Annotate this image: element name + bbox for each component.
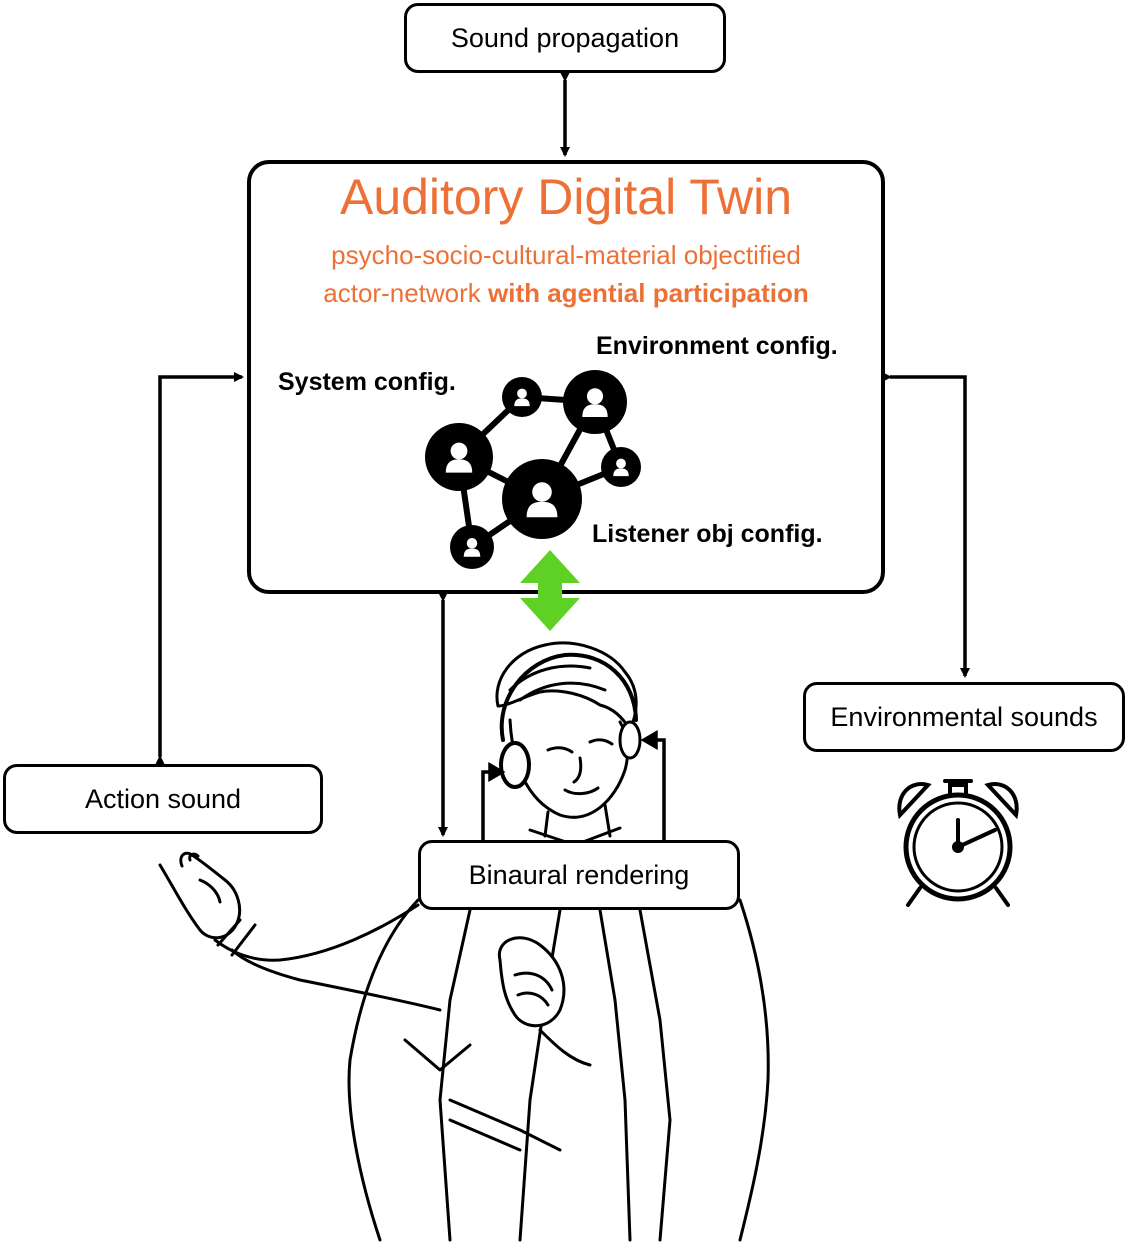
sound-propagation-box: Sound propagation [404, 3, 726, 73]
binaural-rendering-label: Binaural rendering [468, 859, 690, 890]
diagram-title: Auditory Digital Twin [339, 169, 793, 225]
subtitle-line-2-bold: with agential participation [488, 278, 809, 308]
environment-config-label: Environment config. [596, 332, 838, 360]
arrow-action-sound [155, 372, 244, 765]
subtitle-line-1: psycho-socio-cultural-material objectifi… [331, 240, 801, 270]
subtitle-line-2: actor-network with agential participatio… [247, 278, 885, 309]
environmental-sounds-label: Environmental sounds [830, 701, 1098, 732]
binaural-rendering-box: Binaural rendering [418, 840, 740, 910]
subtitle-line-2-normal: actor-network [323, 278, 489, 308]
listener-illustration [158, 641, 770, 1242]
arrow-environmental-sounds [882, 372, 970, 678]
action-sound-box: Action sound [3, 764, 323, 834]
action-sound-label: Action sound [84, 783, 242, 814]
system-config-label: System config. [278, 368, 456, 396]
sound-propagation-label: Sound propagation [450, 22, 680, 53]
environmental-sounds-box: Environmental sounds [803, 682, 1125, 752]
listener-config-label: Listener obj config. [592, 520, 823, 548]
alarm-clock-icon [897, 779, 1019, 907]
binaural-feedback-arrows [481, 729, 666, 840]
actor-network-icon [425, 370, 641, 569]
green-double-arrow [520, 550, 580, 631]
